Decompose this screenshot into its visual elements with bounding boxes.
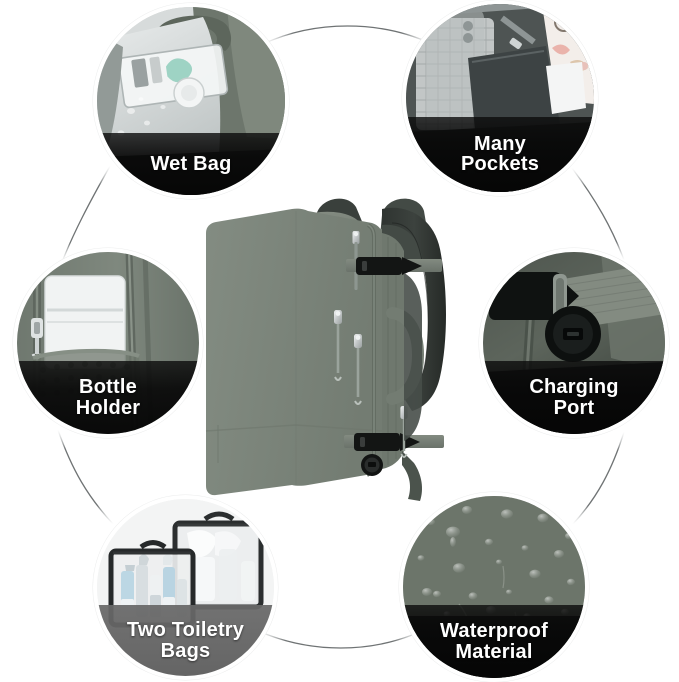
- feature-label-line: Bags: [160, 639, 211, 662]
- compression-strap-bottom: [344, 433, 444, 451]
- feature-label-line: Material: [455, 640, 533, 663]
- feature-circle-many-pockets[interactable]: Many Pockets: [402, 0, 598, 196]
- feature-label-line: Pockets: [460, 153, 540, 176]
- feature-label-band-charging-port: Charging Port: [483, 361, 665, 434]
- shoulder-strap: [382, 207, 446, 411]
- feature-circle-charging-port[interactable]: Charging Port: [479, 248, 669, 438]
- feature-label-band-bottle-holder: Bottle Holder: [17, 361, 199, 434]
- usb-charging-port-icon: [545, 306, 601, 362]
- feature-label-line: Charging: [529, 376, 619, 398]
- feature-circle-two-toiletry-bags[interactable]: Two Toiletry Bags: [93, 495, 278, 680]
- backpack-illustration: [205, 198, 446, 501]
- feature-label-band-many-pockets: Many Pockets: [406, 116, 594, 192]
- toiletry-bag-large: [172, 511, 264, 610]
- compression-strap-top: [346, 257, 442, 275]
- product-image-backpack: [196, 163, 486, 508]
- feature-circle-waterproof-material[interactable]: Waterproof Material: [399, 492, 589, 682]
- feature-label-line: Two Toiletry: [126, 619, 245, 641]
- backpack-body: [205, 208, 383, 496]
- feature-label-line: Holder: [75, 396, 141, 419]
- feature-label-line: Many: [474, 132, 526, 155]
- feature-circle-bottle-holder[interactable]: Bottle Holder: [13, 248, 203, 438]
- feature-label-band-two-toiletry-bags: Two Toiletry Bags: [97, 605, 274, 676]
- webbing-texture: [546, 269, 665, 321]
- feature-label-line: Wet Bag: [150, 152, 232, 175]
- front-pocket-zippers: [334, 310, 362, 405]
- feature-label-line: Port: [553, 396, 595, 419]
- usb-charging-port-icon: [361, 454, 383, 476]
- bottom-webbing: [402, 451, 422, 501]
- feature-label-line: Waterproof: [440, 620, 548, 642]
- feature-circle-wet-bag[interactable]: Wet Bag: [93, 3, 289, 199]
- feature-label-band-wet-bag: Wet Bag: [97, 132, 285, 195]
- feature-label-line: Bottle: [79, 376, 137, 398]
- feature-label-band-waterproof-material: Waterproof Material: [403, 605, 585, 678]
